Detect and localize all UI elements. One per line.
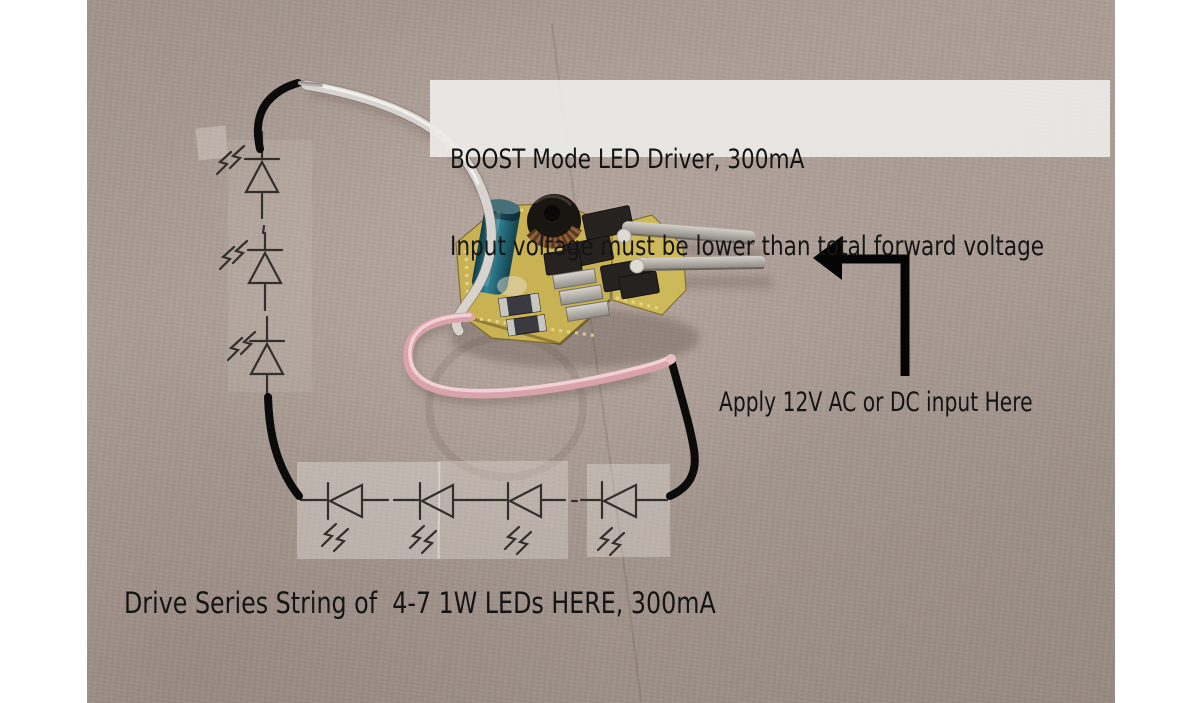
- annotation-header-box: [430, 80, 1110, 157]
- annotation-header-line1: BOOST Mode LED Driver, 300mA: [450, 144, 805, 175]
- led-emission-arrows: [215, 144, 257, 362]
- led-symbol-vertical-chain: [215, 130, 286, 397]
- silver-components: [552, 268, 611, 322]
- chip-resistors: [497, 292, 547, 337]
- hand-wire-left: [264, 393, 303, 500]
- inductor-toroid: [526, 194, 582, 249]
- hand-drawn-wires: [253, 79, 699, 500]
- led-symbol-horizontal-chain: [299, 480, 669, 557]
- pink-output-wire: [403, 312, 676, 399]
- annotation-header-line2: Input voltage must be lower than total f…: [450, 231, 1045, 262]
- hand-wire-top: [253, 79, 302, 153]
- annotation-output-label: Drive Series String of 4-7 1W LEDs HERE,…: [124, 586, 716, 620]
- input-pins: [616, 221, 766, 274]
- white-input-wire: [298, 79, 497, 337]
- annotation-input-label: Apply 12V AC or DC input Here: [719, 387, 1033, 418]
- annotation-header-text: BOOST Mode LED Driver, 300mA Input volta…: [450, 87, 1044, 319]
- led-emission-arrows: [320, 522, 626, 557]
- hand-wire-right: [666, 359, 699, 500]
- input-arrow-icon: [813, 236, 910, 376]
